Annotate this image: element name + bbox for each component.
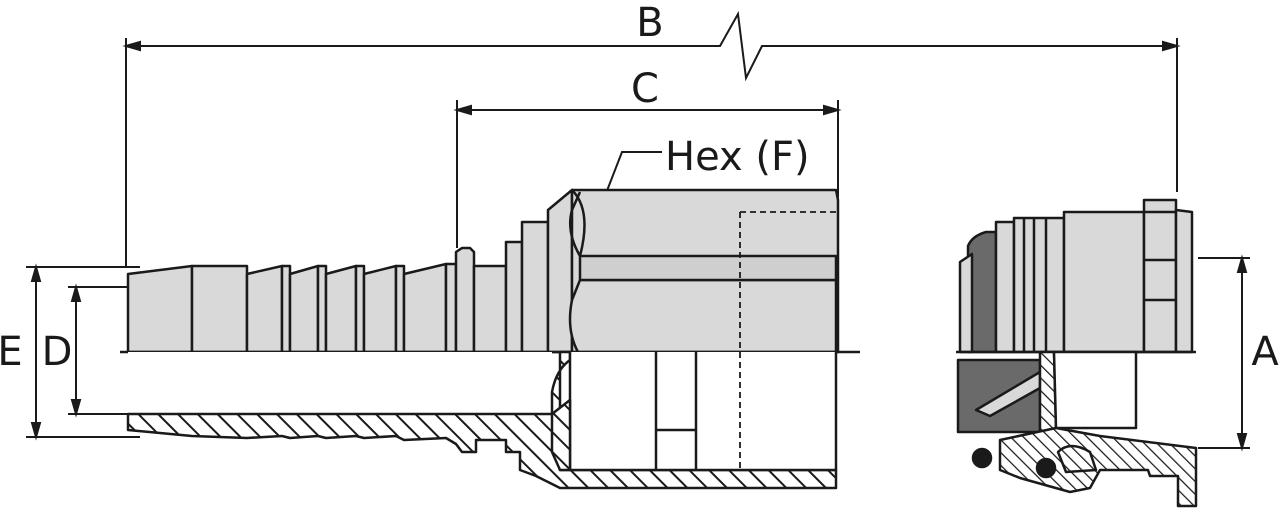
fitting-section-lower <box>126 350 838 490</box>
dimension-label-c: C <box>631 66 659 112</box>
adapter-section-lower <box>956 350 1198 508</box>
fitting-exterior-upper <box>126 188 840 354</box>
adapter-exterior-upper <box>958 198 1194 354</box>
dimension-label-hex: Hex (F) <box>665 134 810 180</box>
dimension-label-a: A <box>1251 329 1279 375</box>
dimension-a <box>1198 254 1250 452</box>
dimension-label-d: D <box>42 329 73 375</box>
dimension-e <box>26 263 140 441</box>
dimension-b <box>122 10 1181 268</box>
dimension-label-e: E <box>0 329 23 375</box>
dimension-c <box>453 100 842 248</box>
dimension-label-b: B <box>636 0 663 46</box>
dimension-d <box>68 283 128 418</box>
